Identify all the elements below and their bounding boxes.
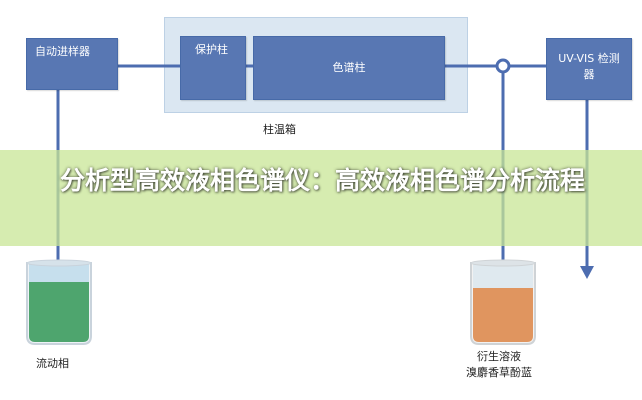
detector-label: UV-VIS 检测器 (558, 52, 620, 81)
banner-title: 分析型高效液相色谱仪：高效液相色谱分析流程 (59, 166, 585, 195)
output-arrow-head (580, 266, 594, 279)
autosampler-box: 自动进样器 (26, 38, 118, 90)
derivatization-beaker (470, 259, 536, 345)
mobile-phase-beaker (26, 259, 92, 345)
derivatization-label: 衍生溶液 溴麝香草酚蓝 (466, 349, 532, 381)
guard-column-label: 保护柱 (195, 43, 228, 56)
mobile-phase-label: 流动相 (36, 357, 69, 370)
column-oven-label: 柱温箱 (263, 123, 296, 136)
detector-box: UV-VIS 检测器 (546, 38, 632, 100)
guard-column-box: 保护柱 (180, 36, 246, 100)
autosampler-label: 自动进样器 (35, 45, 90, 58)
column-box: 色谱柱 (253, 36, 445, 100)
column-label: 色谱柱 (332, 61, 366, 74)
mixing-junction (495, 58, 511, 74)
derivatization-label-line2: 溴麝香草酚蓝 (466, 366, 532, 379)
title-banner (0, 150, 642, 246)
derivatization-label-line1: 衍生溶液 (477, 350, 521, 363)
